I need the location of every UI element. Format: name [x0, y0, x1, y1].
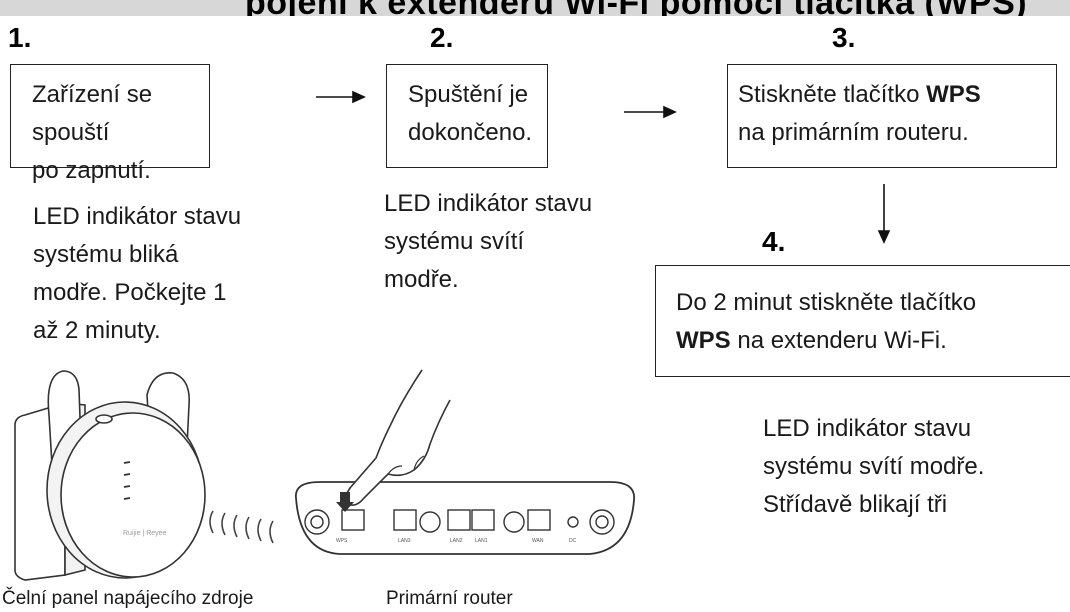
step-3-line-1: Stiskněte tlačítko WPS	[738, 76, 1056, 114]
step-4-desc-line: LED indikátor stavu	[763, 415, 972, 442]
step-3-number: 3.	[832, 22, 856, 53]
step-1-desc-line: modře. Počkejte 1	[33, 279, 227, 306]
step-4-desc-line: systému svítí modře.	[763, 453, 985, 480]
step-3-text: Stiskněte tlačítko	[738, 81, 927, 108]
step-2-box: Spuštění je dokončeno.	[386, 64, 548, 168]
step-2-desc-line: systému svítí	[384, 228, 525, 255]
port-label-wps: WPS	[336, 538, 348, 544]
step-2-line-2: dokončeno.	[408, 119, 533, 146]
wps-label: WPS	[926, 81, 981, 108]
step-1-line-2: po zapnutí.	[32, 157, 151, 184]
step-1-box: Zařízení se spouští po zapnutí.	[10, 64, 210, 184]
arrow-head-icon	[352, 90, 366, 104]
wps-label-2: WPS	[676, 327, 731, 354]
step-1-desc-line: systému bliká	[33, 241, 179, 268]
step-1-description: LED indikátor stavu systému bliká modře.…	[33, 198, 241, 350]
router-illustration-icon: WPS LAN3 LAN2 LAN1 WAN DC	[295, 369, 635, 555]
step-3-line-2: na primárním routeru.	[738, 119, 969, 146]
port-label-dc: DC	[569, 538, 577, 544]
extender-caption: Čelní panel napájecího zdroje	[2, 588, 254, 609]
port-label-wan: WAN	[532, 538, 544, 544]
step-1-line-1: Zařízení se spouští	[32, 81, 153, 146]
step-2-desc-line: modře.	[384, 266, 459, 293]
step-4-desc-line: Střídavě blikají tři	[763, 491, 948, 518]
arrow-head-icon	[663, 105, 677, 119]
step-4-line-2: WPS na extenderu Wi-Fi.	[676, 322, 1070, 360]
step-1-desc-line: až 2 minuty.	[33, 317, 161, 344]
step-4-text: na extenderu Wi-Fi.	[730, 327, 947, 354]
step-3-box: Stiskněte tlačítko WPS na primárním rout…	[727, 64, 1057, 168]
step-2-description: LED indikátor stavu systému svítí modře.	[384, 185, 592, 299]
step-2-desc-line: LED indikátor stavu	[384, 190, 593, 217]
step-1-desc-line: LED indikátor stavu	[33, 203, 242, 230]
step-2-number: 2.	[430, 22, 454, 53]
port-label-lan2: LAN2	[450, 538, 463, 544]
step-1-number: 1.	[8, 22, 32, 53]
extender-illustration-icon: Ruijie | Reyee	[14, 370, 206, 581]
step-4-line-1: Do 2 minut stiskněte tlačítko	[676, 289, 977, 316]
step-2-line-1: Spuštění je	[408, 81, 529, 108]
step-4-description: LED indikátor stavu systému svítí modře.…	[763, 410, 984, 524]
port-label-lan1: LAN1	[475, 538, 488, 544]
step-4-number: 4.	[762, 226, 786, 257]
step-4-box: Do 2 minut stiskněte tlačítko WPS na ext…	[655, 265, 1070, 377]
title-bar: pojení k extenderu Wi-Fi pomocí tlačítka…	[0, 0, 1070, 16]
router-caption: Primární router	[386, 588, 513, 609]
arrow-head-icon	[877, 230, 891, 244]
page-title: pojení k extenderu Wi-Fi pomocí tlačítka…	[245, 0, 1027, 16]
wifi-signal-icon	[209, 510, 274, 544]
port-label-lan3: LAN3	[398, 538, 411, 544]
extender-logo: Ruijie | Reyee	[123, 530, 167, 537]
